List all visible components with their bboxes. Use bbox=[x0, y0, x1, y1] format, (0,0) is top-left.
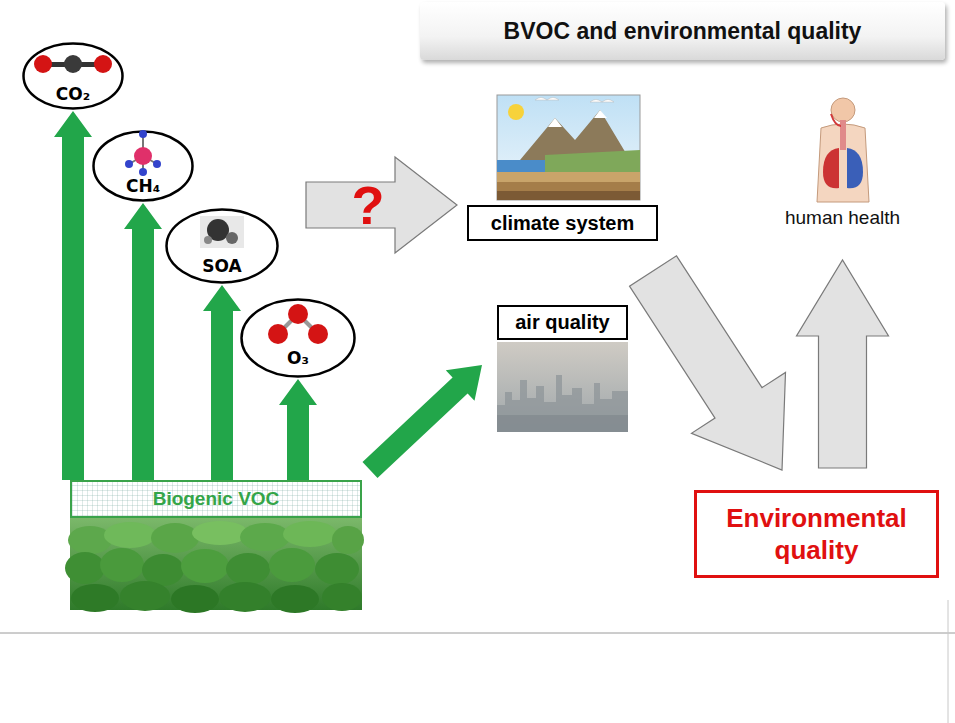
outcome-box: Environmental quality bbox=[694, 490, 939, 578]
atom bbox=[288, 304, 308, 324]
ch4-ellipse: CH₄ bbox=[92, 130, 194, 202]
effect-arrow bbox=[306, 157, 457, 253]
climate-illustration bbox=[497, 95, 640, 200]
node-label: air quality bbox=[515, 311, 609, 334]
forest-photo bbox=[65, 518, 364, 613]
human-figure bbox=[770, 92, 915, 204]
footer-rule bbox=[0, 633, 955, 634]
atom bbox=[94, 55, 112, 73]
atom bbox=[139, 168, 147, 176]
particle-image bbox=[200, 216, 244, 248]
node-label: CO₂ bbox=[22, 84, 124, 104]
figure bbox=[817, 98, 869, 202]
airway bbox=[831, 114, 841, 126]
o3-ellipse: O₃ bbox=[240, 298, 356, 378]
atom bbox=[134, 147, 152, 165]
frame-rule bbox=[948, 600, 949, 723]
particle bbox=[204, 236, 212, 244]
title: BVOC and environmental quality bbox=[504, 18, 862, 45]
atom bbox=[34, 55, 52, 73]
effect-arrow bbox=[630, 256, 786, 470]
atom bbox=[153, 160, 161, 168]
head bbox=[831, 98, 855, 122]
emission-arrow bbox=[124, 203, 162, 480]
atom bbox=[308, 324, 328, 344]
edge-label: ? bbox=[352, 178, 385, 232]
atom bbox=[64, 55, 82, 73]
node-label: Biogenic VOC bbox=[153, 488, 280, 510]
node-label: climate system bbox=[491, 212, 634, 235]
lung bbox=[847, 148, 863, 188]
effect-arrow bbox=[797, 260, 889, 468]
lung bbox=[823, 148, 839, 188]
soa-ellipse: SOA bbox=[165, 208, 279, 284]
source-band: Biogenic VOC bbox=[70, 480, 362, 518]
emission-arrow bbox=[203, 285, 241, 480]
co2-ellipse: CO₂ bbox=[22, 42, 124, 110]
emission-arrow bbox=[54, 111, 92, 480]
emission-arrow bbox=[363, 365, 483, 478]
haze-photo bbox=[497, 342, 628, 432]
emission-arrow bbox=[279, 379, 317, 480]
node-label: O₃ bbox=[240, 348, 356, 368]
trachea bbox=[840, 120, 846, 150]
process-box: climate system bbox=[467, 205, 658, 241]
atom bbox=[139, 130, 147, 138]
process-box: air quality bbox=[497, 305, 628, 340]
node-label: Environmental quality bbox=[715, 502, 918, 567]
node-label: CH₄ bbox=[92, 176, 194, 196]
atom bbox=[268, 324, 288, 344]
atom bbox=[125, 160, 133, 168]
node-label: human health bbox=[760, 207, 925, 229]
particle bbox=[226, 232, 238, 244]
title-bar: BVOC and environmental quality bbox=[420, 2, 945, 60]
node-label: SOA bbox=[165, 256, 279, 276]
health-figure: human health bbox=[770, 88, 915, 256]
